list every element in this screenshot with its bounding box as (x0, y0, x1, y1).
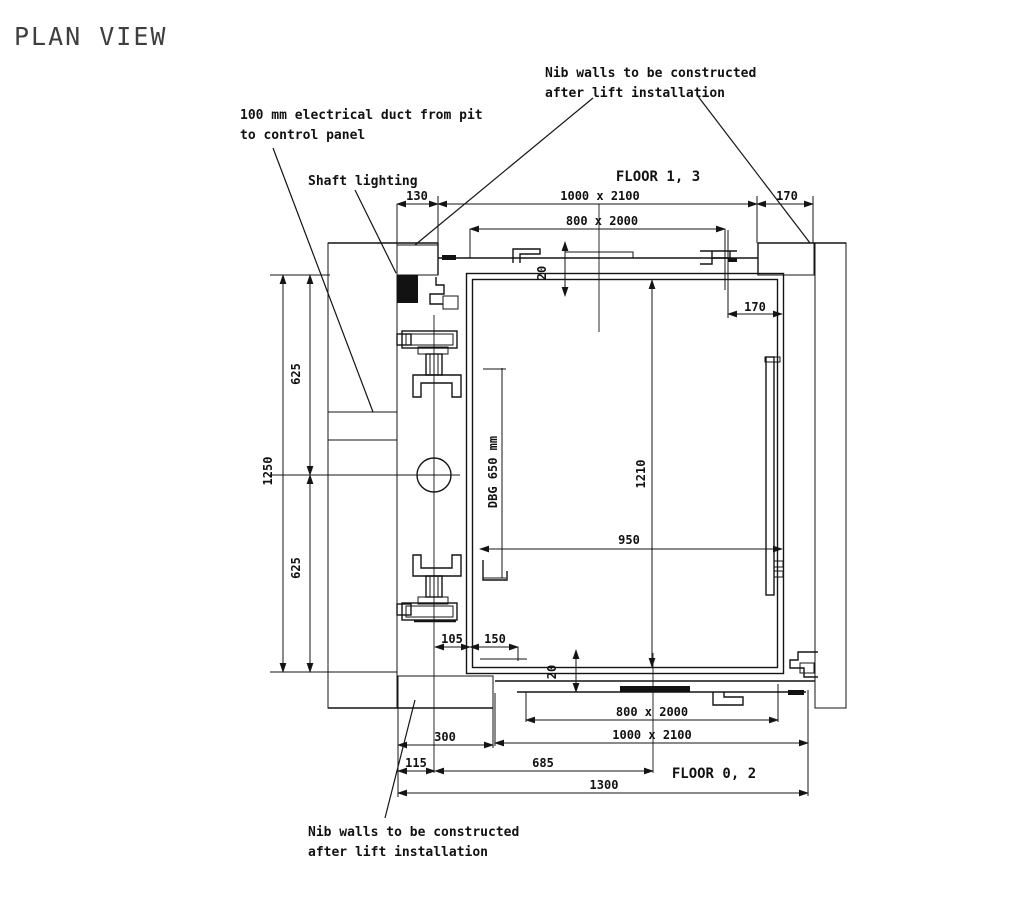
top-right-sill-stop (728, 258, 737, 262)
bottom-door-sill (620, 686, 690, 692)
right-rail-clip-upper (773, 560, 784, 568)
floor-top-label: FLOOR 1, 3 (616, 169, 700, 185)
nib-bottom-annotation-line1: Nib walls to be constructed (308, 825, 519, 840)
rail-top-wall-stub (396, 333, 412, 346)
top-opening-jambs (437, 243, 759, 275)
shaft-lighting-leader (354, 189, 397, 274)
duct-annotation-line2: to control panel (240, 128, 365, 143)
duct-annotation-line1: 100 mm electrical duct from pit (240, 108, 483, 123)
nib-wall-top-left (396, 244, 439, 276)
rail-bottom-wall-stub (396, 603, 412, 616)
dim-1300: 1300 (590, 778, 619, 792)
top-right-corner-bracket (700, 250, 737, 265)
lift-car (465, 272, 785, 675)
rail-bottom-shoe (412, 554, 462, 577)
top-left-lock-bracket (429, 277, 445, 305)
car-inner-wall (471, 278, 779, 669)
left-wall-upper (327, 242, 398, 413)
bottom-right-sill-stop (788, 690, 804, 695)
dim-800-bottom: 800 x 2000 (616, 705, 688, 719)
nib-top-annotation-line1: Nib walls to be constructed (545, 66, 756, 81)
dim-170-top: 170 (776, 189, 798, 203)
bottom-right-lock-box (799, 662, 815, 674)
electrical-duct-fill (397, 275, 418, 303)
dim-300: 300 (434, 730, 456, 744)
car-outer-wall (465, 272, 785, 675)
dim-170-inner: 170 (744, 300, 766, 314)
dim-dbg-line (483, 368, 506, 579)
nib-top-left-leader (414, 97, 594, 246)
car-corner-bracket (482, 560, 508, 581)
bottom-extension-lines (397, 684, 809, 797)
dim-115: 115 (405, 756, 427, 770)
bottom-door-bracket (712, 692, 744, 706)
dim-20-top: 20 (535, 266, 549, 280)
centerlines (270, 204, 654, 773)
guide-rails (396, 330, 784, 623)
top-extension-lines (396, 196, 814, 290)
dim-1210: 1210 (634, 460, 648, 489)
dim-1250: 1250 (261, 457, 275, 486)
floor-bottom-label: FLOOR 0, 2 (672, 766, 756, 782)
nib-top-right-leader (696, 94, 811, 244)
shaft-lighting-label: Shaft lighting (308, 174, 418, 189)
dim-625-upper: 625 (289, 363, 303, 385)
rail-top-plate (401, 330, 458, 349)
rail-bottom-plate-inner (405, 605, 454, 618)
dim-105: 105 (441, 632, 463, 646)
structure-lines (328, 242, 846, 709)
nib-bottom-leader (384, 699, 416, 819)
dim-dbg: DBG 650 mm (486, 436, 500, 508)
dim-1000-bottom: 1000 x 2100 (612, 728, 691, 742)
rail-bottom-clip (417, 596, 449, 605)
dim-20-bottom: 20 (545, 665, 559, 679)
page-title: PLAN VIEW (14, 22, 167, 51)
right-wall (814, 242, 847, 709)
bottom-right-lock-bracket (789, 651, 818, 678)
dim-800-top: 800 x 2000 (566, 214, 638, 228)
top-door-bracket (512, 248, 541, 263)
dim-625-lower: 625 (289, 557, 303, 579)
nib-wall-top-right (757, 242, 815, 276)
top-left-sill-stop (442, 255, 456, 260)
right-rail-plate (765, 356, 775, 596)
rail-top-shoe (412, 374, 462, 398)
dim-950: 950 (618, 533, 640, 547)
leader-lines (272, 94, 811, 819)
nib-wall-bottom (397, 675, 494, 709)
dim-685: 685 (532, 756, 554, 770)
left-extension-lines (270, 274, 397, 673)
left-wall-lower (327, 439, 398, 709)
dim-130: 130 (406, 189, 428, 203)
duct-leader (272, 147, 374, 413)
top-left-lock-box (442, 295, 459, 310)
dim-150: 150 (484, 632, 506, 646)
shaft-walls (327, 242, 847, 709)
wall-duct-opening (327, 411, 398, 441)
dim-1000-top: 1000 x 2100 (560, 189, 639, 203)
nib-bottom-annotation-line2: after lift installation (308, 845, 488, 860)
right-rail-clip-lower (773, 570, 784, 578)
nib-top-annotation-line2: after lift installation (545, 86, 725, 101)
rail-top-plate-inner (405, 333, 454, 346)
dimension-lines (279, 200, 814, 797)
extension-lines (270, 196, 814, 797)
